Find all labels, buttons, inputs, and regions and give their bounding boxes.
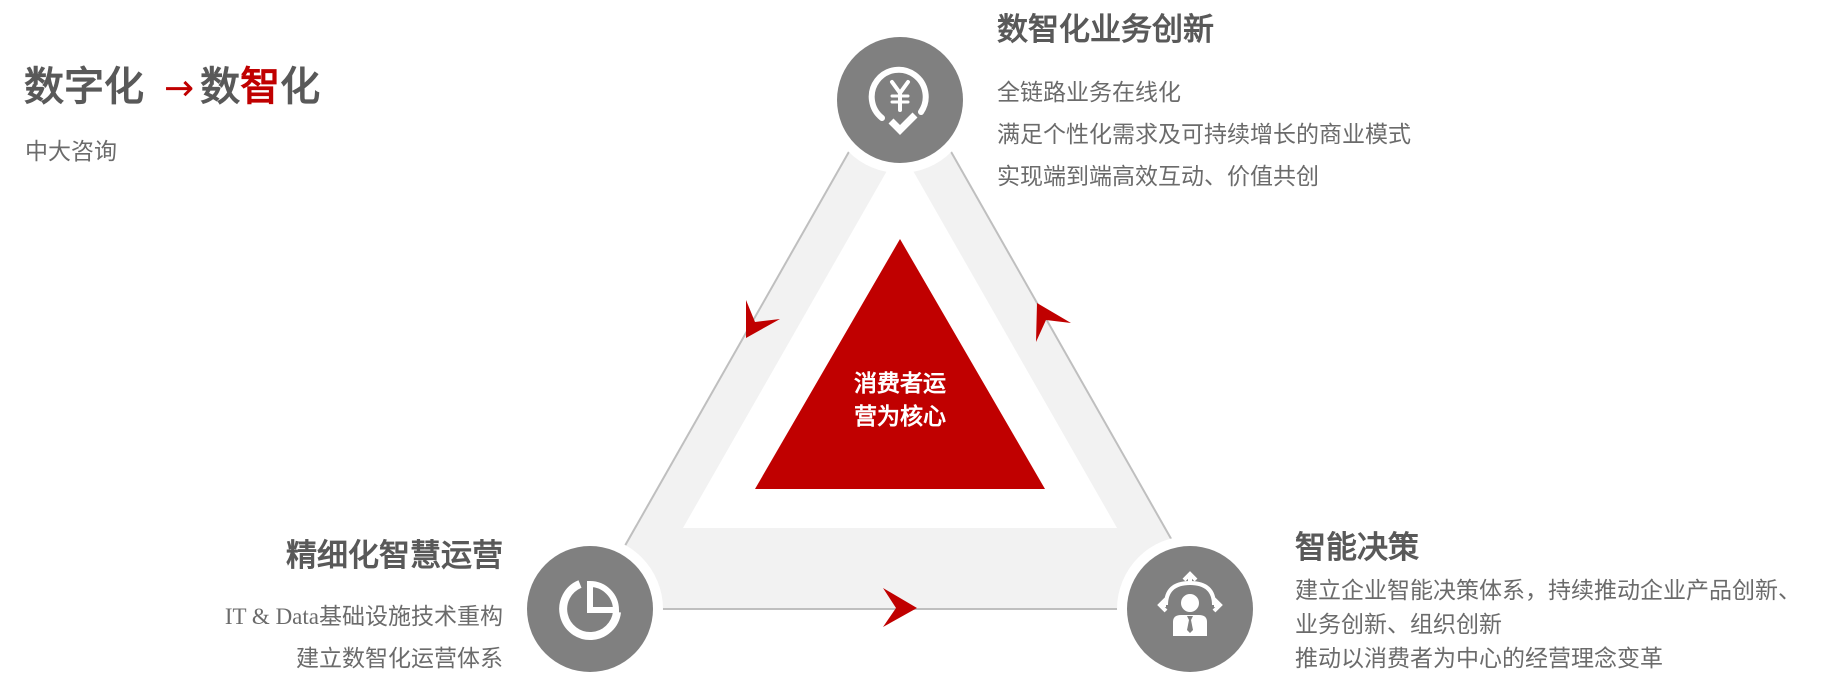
node-bottom-left-title: 精细化智慧运营 bbox=[286, 538, 503, 574]
pie-chart-icon bbox=[559, 580, 621, 640]
node-bottom-left-line: IT & Data基础设施技术重构 bbox=[190, 596, 503, 638]
node-top-text: 数智化业务创新 全链路业务在线化 满足个性化需求及可持续增长的商业模式 实现端到… bbox=[997, 10, 1411, 198]
center-label: 消费者运 营为核心 bbox=[820, 368, 980, 434]
center-label-line2: 营为核心 bbox=[854, 404, 946, 430]
node-bottom-right-title: 智能决策 bbox=[1295, 530, 1419, 566]
node-top-line: 满足个性化需求及可持续增长的商业模式 bbox=[997, 122, 1411, 148]
title-shu: 数 bbox=[200, 64, 241, 110]
node-bottom-right-line: 建立企业智能决策体系，持续推动企业产品创新、 bbox=[1295, 578, 1801, 604]
node-bottom-left-line-cjk: 基础设施技术重构 bbox=[319, 604, 503, 630]
node-top-line: 实现端到端高效互动、价值共创 bbox=[997, 164, 1319, 190]
arrow-up-left-icon bbox=[1036, 303, 1071, 342]
yen-check-icon bbox=[868, 66, 929, 135]
page-subtitle: 中大咨询 bbox=[25, 139, 117, 165]
node-top-line: 全链路业务在线化 bbox=[997, 80, 1181, 106]
node-bottom-left-text: 精细化智慧运营 IT & Data基础设施技术重构 建立数智化运营体系 bbox=[190, 536, 503, 680]
center-label-line1: 消费者运 bbox=[854, 371, 946, 397]
arrow-down-left-icon bbox=[746, 300, 780, 338]
node-bottom-right-line: 推动以消费者为中心的经营理念变革 bbox=[1295, 646, 1663, 672]
node-bottom-left-line: 建立数智化运营体系 bbox=[296, 646, 503, 672]
node-bottom-right-line: 业务创新、组织创新 bbox=[1295, 612, 1502, 638]
node-top-title: 数智化业务创新 bbox=[997, 12, 1214, 48]
title-digital: 数字化 bbox=[24, 64, 144, 110]
title-hua: 化 bbox=[280, 64, 321, 110]
decision-person-icon bbox=[1157, 571, 1223, 636]
center-triangle bbox=[755, 239, 1045, 489]
page-title: 数字化 →数智化 bbox=[24, 54, 320, 112]
arrow-right-icon bbox=[883, 588, 917, 627]
node-bottom-right-text: 智能决策 建立企业智能决策体系，持续推动企业产品创新、 业务创新、组织创新 推动… bbox=[1295, 528, 1801, 676]
node-bottom-left-line-latin: IT & Data bbox=[224, 604, 319, 629]
title-highlight-zhi: 智 bbox=[240, 64, 281, 110]
right-arrow-icon: → bbox=[163, 68, 195, 109]
